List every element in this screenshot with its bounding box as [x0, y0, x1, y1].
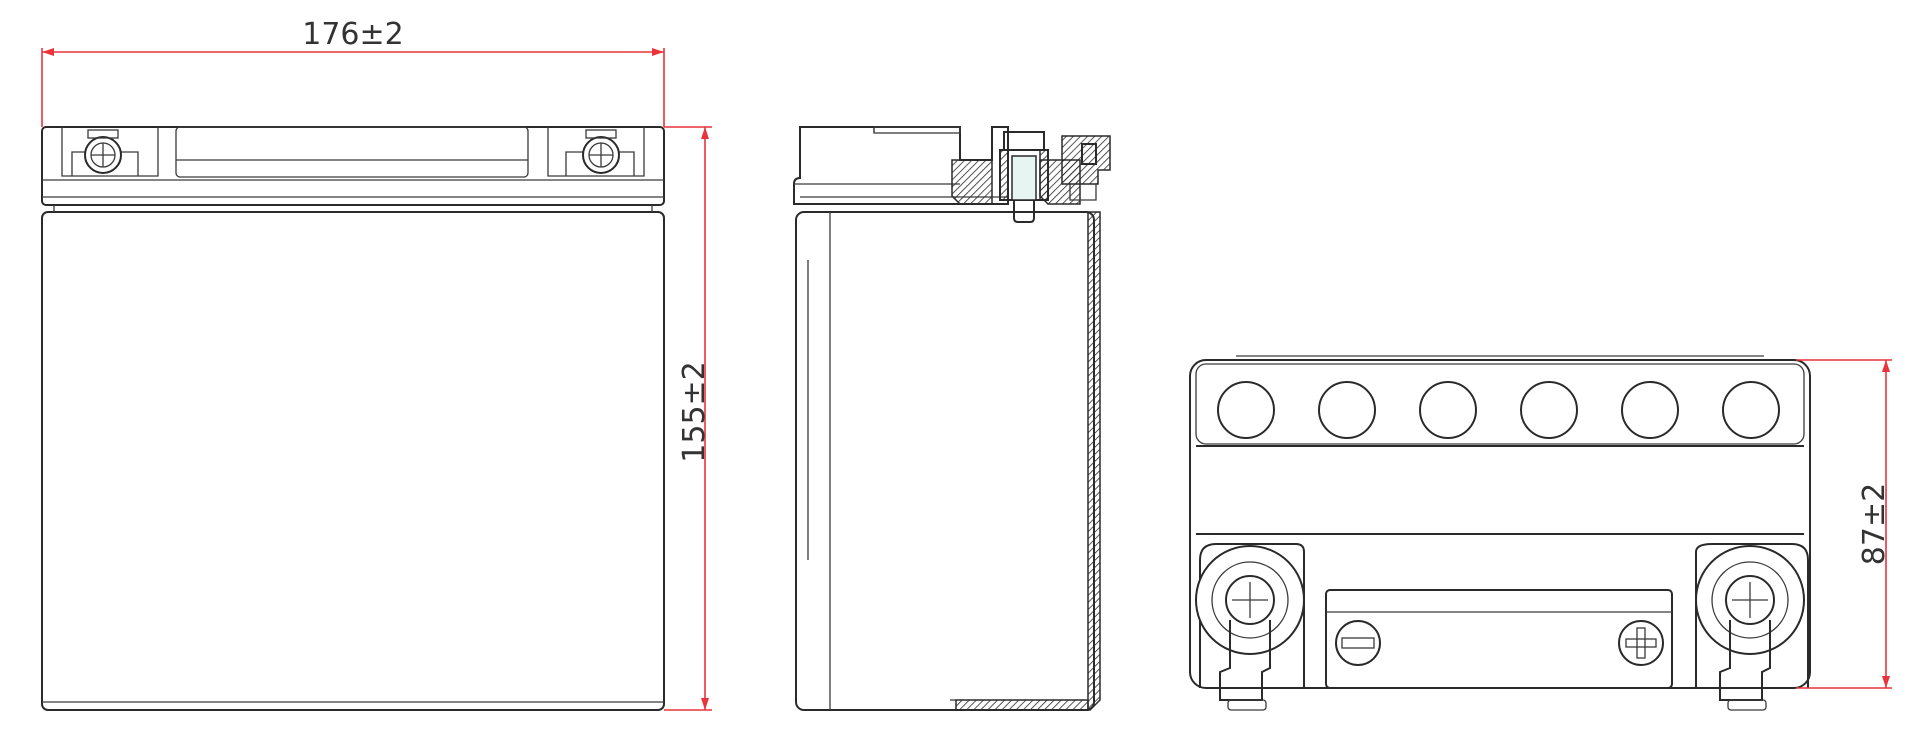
- length-label: 176±2: [302, 17, 403, 52]
- top-view: [1189, 355, 1811, 711]
- side-cap-icon: [1061, 135, 1111, 201]
- top-left-terminal-icon: [1195, 545, 1305, 711]
- vent-cap-icon: [1722, 381, 1780, 439]
- side-terminal-icon: [999, 131, 1049, 223]
- front-view: [41, 126, 665, 711]
- vent-caps: [1217, 381, 1780, 439]
- polarity-panel: [1325, 589, 1673, 689]
- width-dimension: 87±2: [1796, 359, 1892, 689]
- positive-sign-icon: [1618, 620, 1664, 666]
- front-lid: [41, 126, 665, 206]
- negative-sign-icon: [1335, 620, 1381, 666]
- vent-cap-icon: [1318, 381, 1376, 439]
- length-dimension: 176±2: [41, 17, 665, 127]
- width-label: 87±2: [1857, 483, 1892, 565]
- front-body: [41, 211, 665, 711]
- height-label: 155±2: [677, 361, 712, 462]
- front-left-terminal-icon: [84, 129, 122, 174]
- side-view: [793, 126, 1111, 711]
- side-body: [795, 211, 1095, 711]
- vent-cap-icon: [1419, 381, 1477, 439]
- top-right-terminal-icon: [1695, 545, 1805, 711]
- vent-cap-icon: [1217, 381, 1275, 439]
- height-dimension: 155±2: [664, 126, 712, 711]
- vent-cap-icon: [1621, 381, 1679, 439]
- front-right-terminal-icon: [582, 129, 620, 174]
- vent-cap-icon: [1520, 381, 1578, 439]
